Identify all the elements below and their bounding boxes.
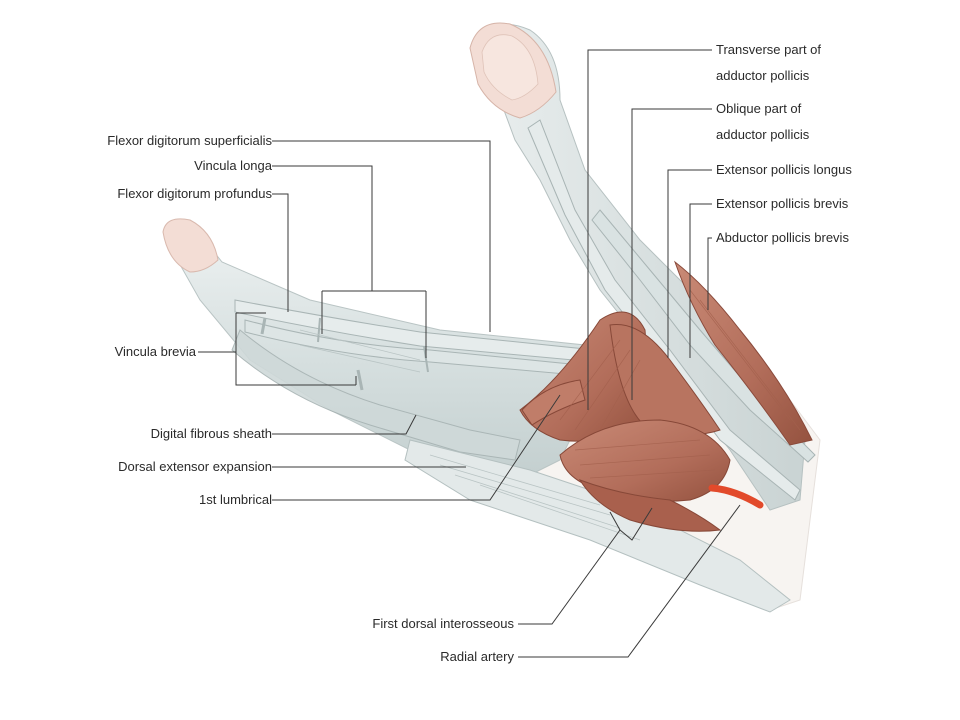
thumb-nail-inner	[481, 34, 539, 101]
leader-digital-fibrous-sheath	[272, 414, 417, 435]
vinculum-breve-1	[260, 317, 267, 335]
label-first-lumbrical: 1st lumbrical	[199, 492, 272, 507]
label-radial-artery: Radial artery	[440, 649, 514, 664]
leader-radial-artery	[518, 504, 741, 658]
fibrous-sheath	[231, 329, 521, 461]
leader-oblique-adductor	[631, 108, 712, 400]
label-dorsal-extensor-expansion: Dorsal extensor expansion	[118, 459, 272, 474]
index-fingertip	[162, 218, 219, 273]
leader-transverse-adductor	[587, 49, 712, 410]
label-vincula-longa: Vincula longa	[194, 158, 273, 173]
first-dorsal-interosseous-lower	[578, 479, 722, 532]
label-transverse-adductor-line1: Transverse part of	[716, 42, 821, 57]
leader-vincula-longa	[272, 165, 427, 358]
vinculum-longum-1	[317, 317, 321, 343]
label-transverse-adductor-line2: adductor pollicis	[716, 68, 810, 83]
label-extensor-pollicis-longus: Extensor pollicis longus	[716, 162, 852, 177]
extensor-pollicis-longus-tendon	[527, 119, 801, 501]
leader-abductor-pollicis-brevis	[707, 237, 712, 310]
leader-lines	[198, 49, 741, 658]
leader-extensor-pollicis-longus	[667, 169, 712, 358]
extensor-pollicis-brevis-tendon	[591, 209, 816, 463]
tendon-fibres	[299, 329, 641, 541]
leader-flexor-superficialis	[272, 140, 491, 332]
leader-first-lumbrical	[272, 394, 561, 501]
muscle-striations	[559, 289, 801, 479]
label-vincula-brevia: Vincula brevia	[115, 344, 197, 359]
leader-vincula-brevia	[198, 312, 357, 386]
leader-extensor-pollicis-brevis	[689, 203, 712, 358]
vinculum-longum-2	[423, 345, 429, 373]
label-first-dorsal-interosseous: First dorsal interosseous	[372, 616, 514, 631]
radial-artery-vessel	[708, 484, 764, 509]
vinculum-breve-2	[356, 369, 364, 391]
label-flexor-digitorum-profundus: Flexor digitorum profundus	[117, 186, 272, 201]
label-flexor-digitorum-superficialis: Flexor digitorum superficialis	[107, 133, 272, 148]
label-extensor-pollicis-brevis: Extensor pollicis brevis	[716, 196, 849, 211]
adductor-pollicis-oblique	[609, 323, 721, 436]
label-oblique-adductor-line2: adductor pollicis	[716, 127, 810, 142]
label-oblique-adductor-line1: Oblique part of	[716, 101, 802, 116]
label-digital-fibrous-sheath: Digital fibrous sheath	[151, 426, 272, 441]
leader-flexor-profundus	[272, 193, 289, 312]
labels: Flexor digitorum superficialis Vincula l…	[107, 42, 852, 664]
leader-first-dorsal-interosseous	[518, 507, 653, 625]
label-abductor-pollicis-brevis: Abductor pollicis brevis	[716, 230, 849, 245]
abductor-pollicis-brevis-muscle	[673, 260, 813, 446]
